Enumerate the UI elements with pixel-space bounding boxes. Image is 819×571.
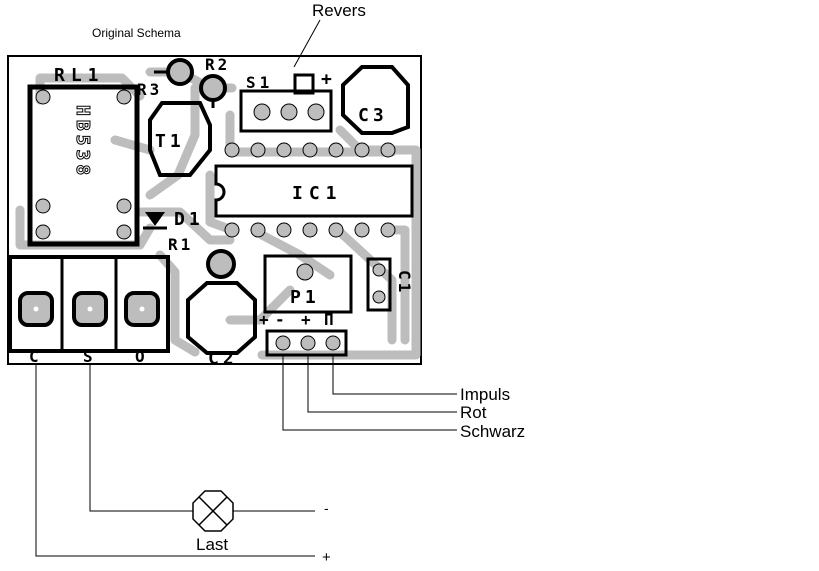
s1-body — [239, 89, 333, 133]
terminal-o-hole — [139, 306, 145, 312]
callout-revers: Revers — [312, 1, 366, 20]
connector-plus: + — [259, 310, 269, 329]
label-p1: P1 — [290, 287, 320, 308]
relay-print: HB538 — [72, 105, 93, 179]
callout-minus: - — [324, 500, 329, 516]
connector-pulse: Π — [324, 310, 334, 329]
c2-outline — [186, 281, 257, 355]
label-s1: S1 — [246, 73, 273, 92]
label-r2: R2 — [205, 55, 230, 74]
connector-body — [265, 329, 348, 357]
label-c3: C3 — [358, 105, 388, 126]
label-t1: T1 — [155, 131, 185, 152]
terminal-c-hole — [33, 306, 39, 312]
callout-rot: Rot — [460, 403, 487, 422]
terminal-c-label: C — [29, 347, 39, 366]
c1-pad-bottom — [372, 290, 386, 304]
r3-pad — [166, 58, 194, 86]
relay-pads — [35, 89, 132, 240]
callout-plus: + — [322, 549, 331, 566]
t1-outline — [148, 101, 212, 177]
ic1-pins-bottom — [224, 222, 396, 238]
relay-rl1-body — [27, 84, 140, 247]
ic1-body — [214, 164, 414, 218]
connector-minus: - — [275, 310, 285, 329]
terminal-s-label: S — [83, 347, 93, 366]
lamp-cross-b — [198, 496, 228, 526]
p1-pad — [296, 263, 314, 281]
terminal-o-label: O — [135, 347, 145, 366]
caption: Original Schema — [92, 26, 181, 40]
d1-symbol — [145, 212, 165, 226]
label-d1: D1 — [174, 209, 204, 230]
label-r1: R1 — [168, 235, 193, 254]
label-rl1: RL1 — [54, 65, 105, 86]
connector-plus-2: + — [301, 310, 311, 329]
callout-schwarz: Schwarz — [460, 422, 525, 441]
r2-pad — [199, 74, 227, 102]
ic1-pins-top — [224, 142, 396, 158]
s1-plus: + — [321, 69, 332, 90]
label-r3: R3 — [137, 80, 162, 99]
label-c1: C1 — [395, 270, 414, 295]
external-wires — [35, 19, 457, 557]
callout-impuls: Impuls — [460, 385, 510, 404]
r1-pad — [206, 249, 236, 279]
label-ic1: IC1 — [292, 183, 343, 204]
label-c2: C2 — [208, 348, 238, 369]
callout-last: Last — [196, 535, 228, 554]
terminal-s-hole — [87, 306, 93, 312]
p1-body — [263, 254, 353, 314]
connector-pins — [275, 335, 341, 351]
s1-pads — [253, 103, 325, 121]
c1-body — [366, 257, 392, 312]
c1-pad-top — [372, 263, 386, 277]
c3-outline — [341, 65, 410, 135]
terminal-block — [8, 255, 170, 353]
s1-actuator — [293, 73, 315, 95]
